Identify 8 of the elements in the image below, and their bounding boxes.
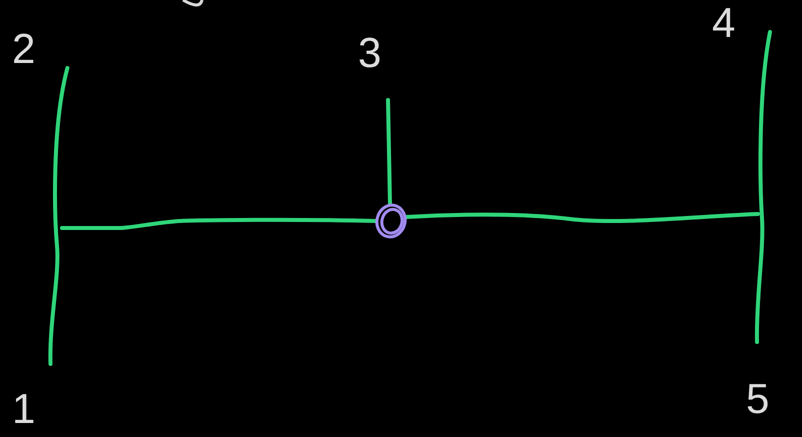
connector-line: [404, 212, 760, 224]
connector-line: [386, 98, 392, 206]
number-label: 2: [12, 28, 36, 70]
number-label: 1: [12, 388, 36, 430]
number-label: 4: [712, 2, 736, 44]
number-label: 5: [746, 378, 770, 420]
connector-line: [60, 218, 378, 230]
number-label: 3: [358, 32, 382, 74]
